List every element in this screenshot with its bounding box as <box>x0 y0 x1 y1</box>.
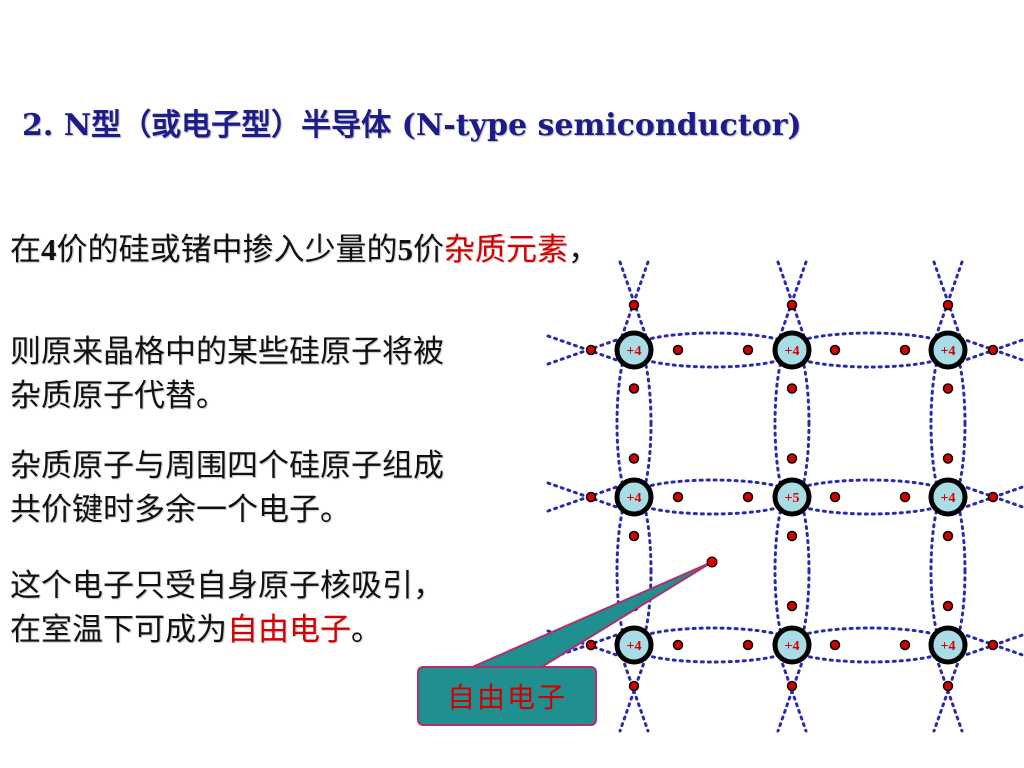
atom-charge-label: +4 <box>941 639 956 654</box>
intro-highlight: 杂质元素 <box>444 232 568 268</box>
electron <box>672 639 684 651</box>
atom-charge-label: +4 <box>627 491 642 506</box>
atom-core <box>928 625 968 665</box>
atom-core <box>614 330 654 370</box>
intro-middle: 价的硅或锗中掺入少量的 <box>56 232 398 268</box>
bond-horizontal <box>627 478 799 516</box>
atom-core <box>772 330 812 370</box>
atom-charge-label: +4 <box>941 344 956 359</box>
electron <box>628 680 640 692</box>
electron <box>786 530 798 542</box>
electron <box>786 383 798 394</box>
bond-electrons <box>585 299 999 692</box>
para3-line2c: 。 <box>351 612 382 648</box>
atom-charge-label: +4 <box>627 639 642 654</box>
para3-line2b: 自由电子 <box>227 612 351 648</box>
electron <box>942 680 954 692</box>
paragraph-replacement: 则原来晶格中的某些硅原子将被 杂质原子代替。 <box>10 330 580 418</box>
electron <box>672 344 684 356</box>
electron <box>942 530 954 542</box>
intro-num2: 5 <box>397 232 414 267</box>
bond-horizontal <box>627 626 799 664</box>
electron <box>829 639 841 651</box>
electron <box>942 453 954 464</box>
electron <box>899 344 911 356</box>
para3-line1: 这个电子只受自身原子核吸引， <box>10 568 444 604</box>
paragraph-covalent: 杂质原子与周围四个硅原子组成 共价键时多余一个电子。 <box>10 444 580 532</box>
electron <box>942 299 954 311</box>
electron <box>672 491 684 503</box>
paragraph-free-electron: 这个电子只受自身原子核吸引， 在室温下可成为自由电子。 <box>10 564 580 652</box>
electron <box>742 491 754 503</box>
atom-charge-label: +4 <box>627 344 642 359</box>
intro-num1: 4 <box>41 232 57 267</box>
intro-before: 在 <box>10 232 41 268</box>
electron <box>829 344 841 356</box>
atom-core <box>928 477 968 517</box>
atom-core <box>772 625 812 665</box>
atom-core <box>928 330 968 370</box>
callout-pointer <box>469 561 713 669</box>
para2-line1: 杂质原子与周围四个硅原子组成 <box>10 448 444 484</box>
para1-line1: 则原来晶格中的某些硅原子将被 <box>10 334 444 370</box>
electron <box>628 530 640 542</box>
atom-core <box>614 477 654 517</box>
electron <box>786 600 798 612</box>
electron <box>628 299 640 311</box>
electron <box>786 680 798 692</box>
electron <box>987 639 999 651</box>
electron <box>899 491 911 503</box>
para1-line2: 杂质原子代替。 <box>10 378 227 414</box>
electron <box>786 453 798 464</box>
atom-charge-label: +4 <box>941 491 956 506</box>
electron <box>585 491 597 503</box>
electron <box>987 344 999 356</box>
atoms: +4 +4 +4 +4 +5 +4 +4 +4 +4 <box>614 330 968 665</box>
electron <box>585 344 597 356</box>
para3-line2: 在室温下可成为自由电子。 <box>10 608 580 652</box>
bond-horizontal <box>627 331 799 369</box>
intro-after: 价 <box>413 232 444 268</box>
free-electron-label: 自由电子 <box>417 666 597 726</box>
electron <box>829 491 841 503</box>
intro-text: 在4价的硅或锗中掺入少量的5价杂质元素， <box>10 224 599 269</box>
electron <box>585 639 597 651</box>
atom-core <box>772 477 812 517</box>
electron <box>942 383 954 394</box>
electron <box>628 383 640 394</box>
atom-charge-label: +4 <box>785 639 800 654</box>
atom-charge-label: +5 <box>785 491 800 506</box>
electron <box>987 491 999 503</box>
intro-end: ， <box>568 232 599 268</box>
electron <box>786 299 798 311</box>
electron <box>942 600 954 612</box>
electron <box>628 453 640 464</box>
electron <box>742 639 754 651</box>
para2-line2: 共价键时多余一个电子。 <box>10 492 351 528</box>
free-electron-dot <box>706 556 718 568</box>
electron <box>742 344 754 356</box>
atom-charge-label: +4 <box>785 344 800 359</box>
slide-title: 2. N型（或电子型）半导体 (N-type semiconductor) <box>22 108 802 143</box>
free-electron-callout <box>469 556 718 669</box>
electron <box>899 639 911 651</box>
atom-core <box>614 625 654 665</box>
para3-line2a: 在室温下可成为 <box>10 612 227 648</box>
